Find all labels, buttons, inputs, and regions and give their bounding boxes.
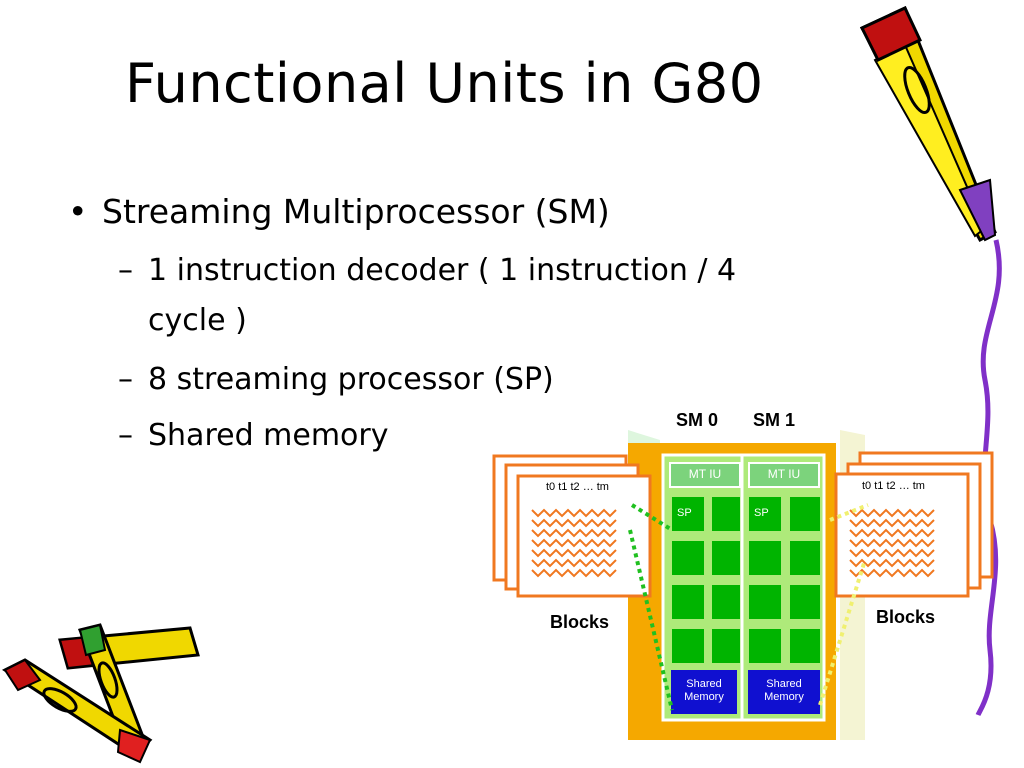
bullet-main: • Streaming Multiprocessor (SM) <box>68 192 610 231</box>
left-blocks-label: Blocks <box>550 612 610 632</box>
dotted-connectors <box>628 503 869 711</box>
sub-bullet-shared: –Shared memory <box>118 418 389 453</box>
right-blocks-label: Blocks <box>876 607 936 627</box>
sm1-shared-memory-label: Shared Memory <box>764 678 804 703</box>
sm0-mtiu-label: MT IU <box>688 467 722 481</box>
slide-title: Functional Units in G80 <box>125 52 764 115</box>
sm1-shared-memory <box>748 670 820 714</box>
sm0-sp-label: SP <box>677 507 692 519</box>
sub-bullet-decoder-line1: 1 instruction decoder ( 1 instruction / … <box>148 253 737 288</box>
right-threads-label: t0 t1 t2 … tm <box>862 480 925 492</box>
pencil-icon-top-right <box>859 5 997 243</box>
sm0-mtiu <box>669 462 741 488</box>
right-thread-waves <box>849 508 935 578</box>
sm0-sp-grid <box>672 497 740 663</box>
left-threads-label: t0 t1 t2 … tm <box>546 481 609 493</box>
sm1-sp-grid <box>749 497 820 663</box>
sub-bullet-sp: –8 streaming processor (SP) <box>118 362 554 397</box>
sm0-shared-memory <box>671 670 737 714</box>
sub-bullet-shared-text: Shared memory <box>148 418 389 453</box>
sm1-mtiu-label: MT IU <box>767 467 801 481</box>
sub-bullet-decoder-cont: cycle ) <box>148 303 247 338</box>
sub-bullet-decoder: –1 instruction decoder ( 1 instruction /… <box>118 253 737 288</box>
left-thread-waves <box>531 508 617 578</box>
pencils-icon-bottom-left <box>1 623 200 764</box>
sub-bullet-sp-text: 8 streaming processor (SP) <box>148 362 554 397</box>
sm0-label: SM 0 <box>676 410 719 430</box>
bullet-main-text: Streaming Multiprocessor (SM) <box>102 192 610 231</box>
sm0-shared-memory-label: Shared Memory <box>684 678 724 703</box>
sm1-sp-label: SP <box>754 507 769 519</box>
bullet-dot: • <box>68 192 88 231</box>
sm1-label: SM 1 <box>753 410 796 430</box>
sm1-mtiu <box>748 462 820 488</box>
